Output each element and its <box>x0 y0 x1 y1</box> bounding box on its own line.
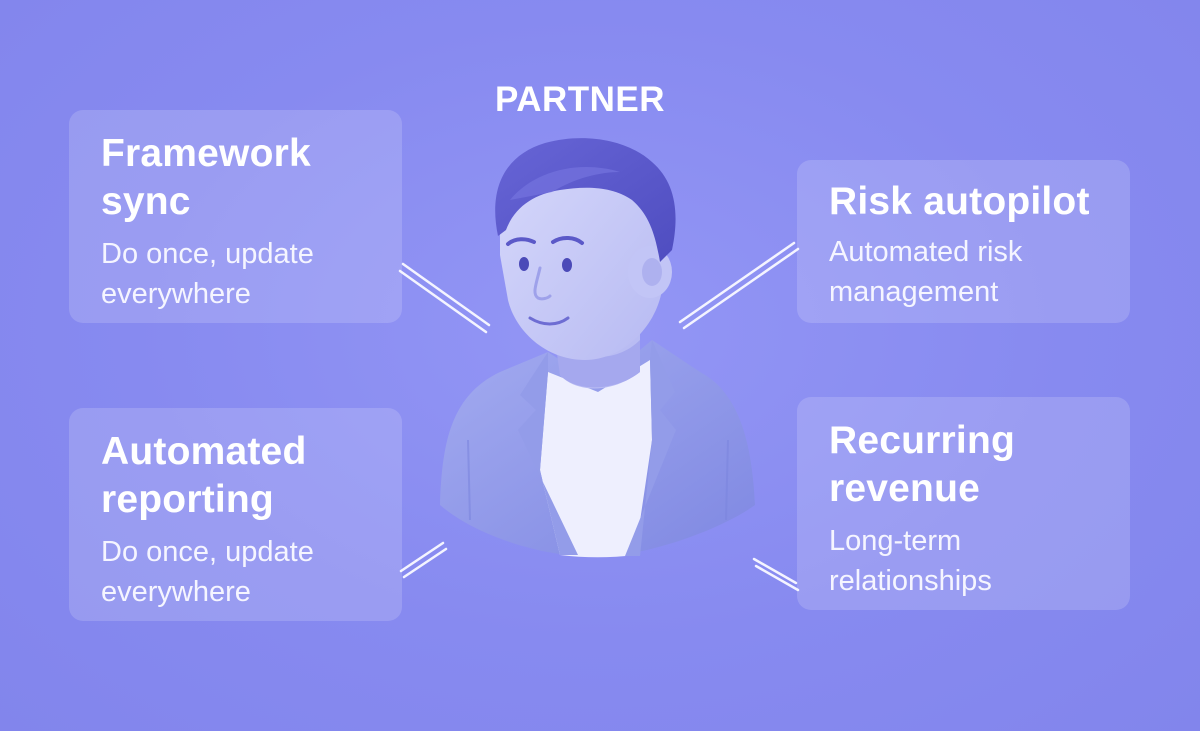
diagram-title: PARTNER <box>494 80 666 119</box>
connector-top-right <box>678 241 800 330</box>
card-title: Risk autopilot <box>829 180 1090 223</box>
right-eye <box>562 258 572 272</box>
card-description: Do once, update everywhere <box>101 536 314 608</box>
head <box>495 138 676 360</box>
card-description: Long-term relationships <box>829 525 992 597</box>
connector-bottom-left <box>399 541 448 579</box>
card-risk-autopilot: Risk autopilot Automated risk management <box>797 160 1130 323</box>
card-title: Automated reporting <box>101 430 307 521</box>
card-automated-reporting: Automated reporting Do once, update ever… <box>69 408 402 621</box>
connector-bottom-right <box>752 557 800 592</box>
card-framework-sync: Framework sync Do once, update everywher… <box>69 110 402 323</box>
card-description: Automated risk management <box>829 236 1023 308</box>
card-title: Recurring revenue <box>829 419 1016 510</box>
connector-top-left <box>398 262 491 334</box>
card-description: Do once, update everywhere <box>101 238 314 310</box>
card-title: Framework sync <box>101 132 311 223</box>
left-eye <box>519 257 529 271</box>
card-recurring-revenue: Recurring revenue Long-term relationship… <box>797 397 1130 610</box>
jacket <box>440 340 755 558</box>
